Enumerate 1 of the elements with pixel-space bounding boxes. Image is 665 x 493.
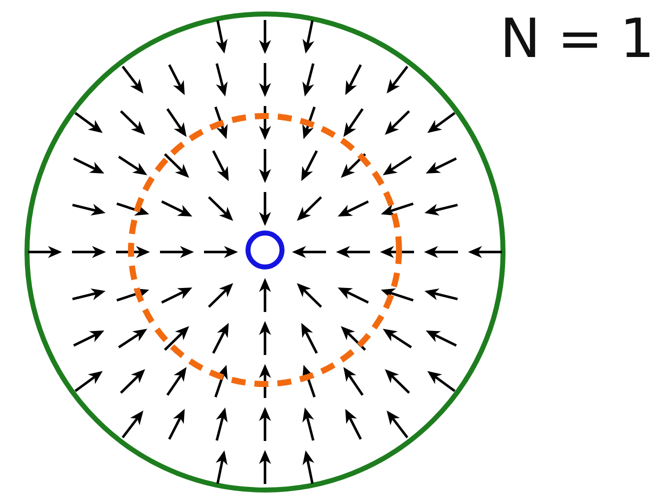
field-label: N = 1 (500, 12, 654, 66)
